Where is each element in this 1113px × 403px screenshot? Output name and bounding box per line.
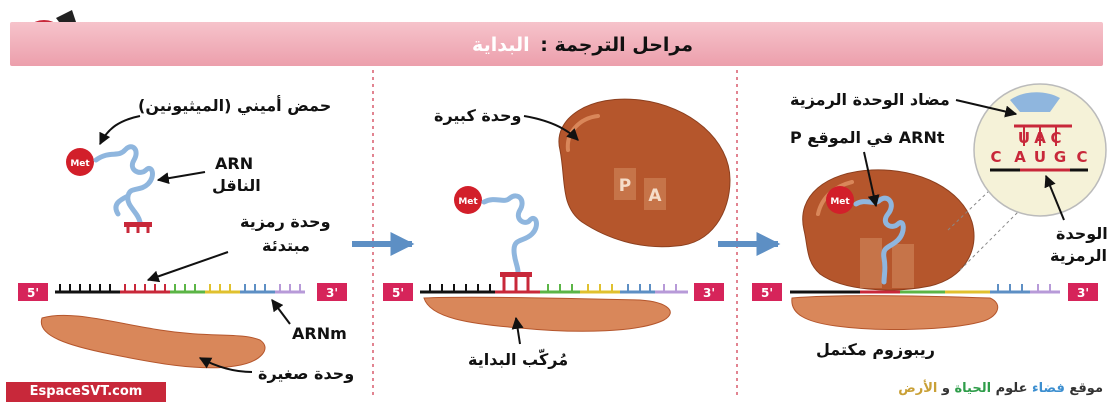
five-prime-tag-right: 5' [752,283,782,301]
label-initiation-complex: مُركّب البداية [468,350,568,370]
label-mrna: ARNm [292,324,347,344]
svg-text:3': 3' [1077,286,1089,300]
site-tagline: موقع فضاء علوم الحياة و الأرض [898,380,1103,398]
svg-text:5': 5' [761,286,773,300]
three-prime-tag-middle: 3' [694,283,724,301]
label-trna-line1: ARN [215,154,253,174]
label-trna-in-p: ARNt في الموقع P [790,128,945,148]
svg-text:5': 5' [392,286,404,300]
svg-text:A: A [1014,148,1026,166]
label-codon-line1: الوحدة [1056,224,1108,244]
met-amino-acid-left: Met [66,148,94,176]
anticodon-bases: U A C [1018,129,1062,147]
svg-text:Met: Met [70,159,90,169]
initiation-codon-middle [500,272,532,291]
svg-text:A: A [648,186,662,206]
label-amino-acid: حمض أميني (الميثيونين) [138,96,331,116]
trna-left [96,147,152,222]
site-tag-w3: علوم [996,381,1028,396]
title-main: مراحل الترجمة : [540,34,693,56]
trna-middle [484,196,536,272]
title-highlight: البداية [472,34,530,56]
svg-text:U: U [1034,148,1046,166]
svg-text:3': 3' [703,286,715,300]
three-prime-tag-right: 3' [1068,283,1098,301]
svg-text:Met: Met [830,197,850,207]
site-p-right [860,238,882,288]
svg-text:C: C [990,148,1001,166]
site-p-middle: P [614,168,636,200]
mrna-left [55,284,305,292]
svg-text:3': 3' [326,286,338,300]
pointer-amino-acid [100,116,140,144]
svg-text:C: C [1076,148,1087,166]
label-start-codon-line2: مبتدئة [262,236,310,256]
svg-text:5': 5' [27,286,39,300]
small-subunit-middle [424,297,670,331]
site-tag-w6: الأرض [898,381,937,396]
label-small-subunit: وحدة صغيرة [258,364,354,384]
met-amino-acid-right: Met [826,186,854,214]
svg-text:G: G [1054,148,1066,166]
ribosome-small-right [792,296,998,330]
three-prime-tag-left: 3' [317,283,347,301]
five-prime-tag-middle: 5' [383,283,413,301]
label-codon-line2: الرمزية [1050,246,1107,266]
site-a-middle: A [644,178,666,210]
five-prime-tag-left: 5' [18,283,48,301]
label-large-subunit: وحدة كبيرة [434,106,522,126]
mrna-middle [420,284,688,292]
svg-text:C: C [1050,129,1061,147]
pointer-start-codon [148,252,228,280]
met-amino-acid-middle: Met [454,186,482,214]
label-full-ribosome: ريبوزوم مكتمل [816,340,935,360]
label-start-codon-line1: وحدة رمزية [240,212,331,232]
site-tag-w5: و [942,381,950,396]
site-tag-w4: الحياة [955,381,992,396]
svg-text:A: A [1034,129,1046,147]
small-subunit-left [41,315,265,367]
site-tag-w1: موقع [1069,381,1103,396]
svg-text:Met: Met [458,197,478,207]
pointer-mrna [272,300,290,324]
label-anticodon: مضاد الوحدة الرمزية [790,90,950,110]
site-a-right [892,244,914,288]
label-trna-line2: الناقل [212,176,261,196]
pointer-trna [158,172,205,180]
site-tag-w2: فضاء [1032,381,1065,396]
site-logo: EspaceSVT.com [6,382,166,402]
page-title: مراحل الترجمة : البداية [472,32,693,58]
svg-text:U: U [1018,129,1030,147]
anticodon-left [124,222,152,233]
svg-text:P: P [619,176,631,196]
